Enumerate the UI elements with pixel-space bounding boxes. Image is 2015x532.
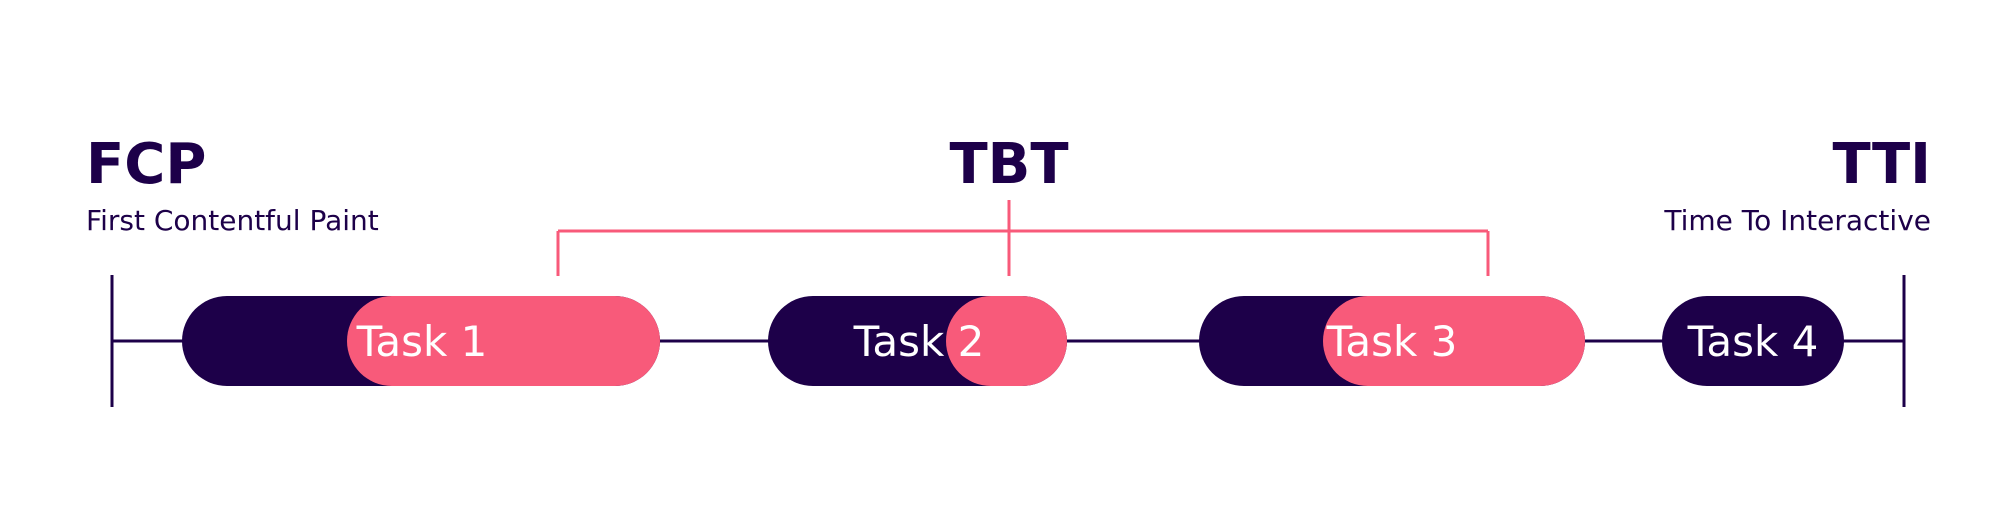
tti-label: Time To Interactive bbox=[1663, 204, 1931, 237]
fcp-abbr: FCP bbox=[86, 132, 206, 197]
task-4: Task 4 bbox=[1662, 296, 1844, 386]
task-1-label: Task 1 bbox=[356, 317, 488, 366]
task-2-blocking-portion bbox=[946, 296, 1067, 386]
task-3-label: Task 3 bbox=[1326, 317, 1458, 366]
tbt-bracket bbox=[556, 200, 1490, 276]
task-3: Task 3 bbox=[1199, 296, 1585, 386]
fcp-label: First Contentful Paint bbox=[86, 204, 379, 237]
task-4-pill bbox=[1662, 296, 1844, 386]
task-2: Task 2 bbox=[768, 296, 1067, 386]
task-1-blocking-portion bbox=[347, 296, 660, 386]
task-1: Task 1 bbox=[182, 296, 660, 386]
task-2-label: Task 2 bbox=[853, 317, 985, 366]
task-4-label: Task 4 bbox=[1687, 317, 1819, 366]
tti-abbr: TTI bbox=[1832, 132, 1931, 197]
task-3-blocking-portion bbox=[1323, 296, 1585, 386]
tbt-abbr: TBT bbox=[949, 132, 1068, 197]
